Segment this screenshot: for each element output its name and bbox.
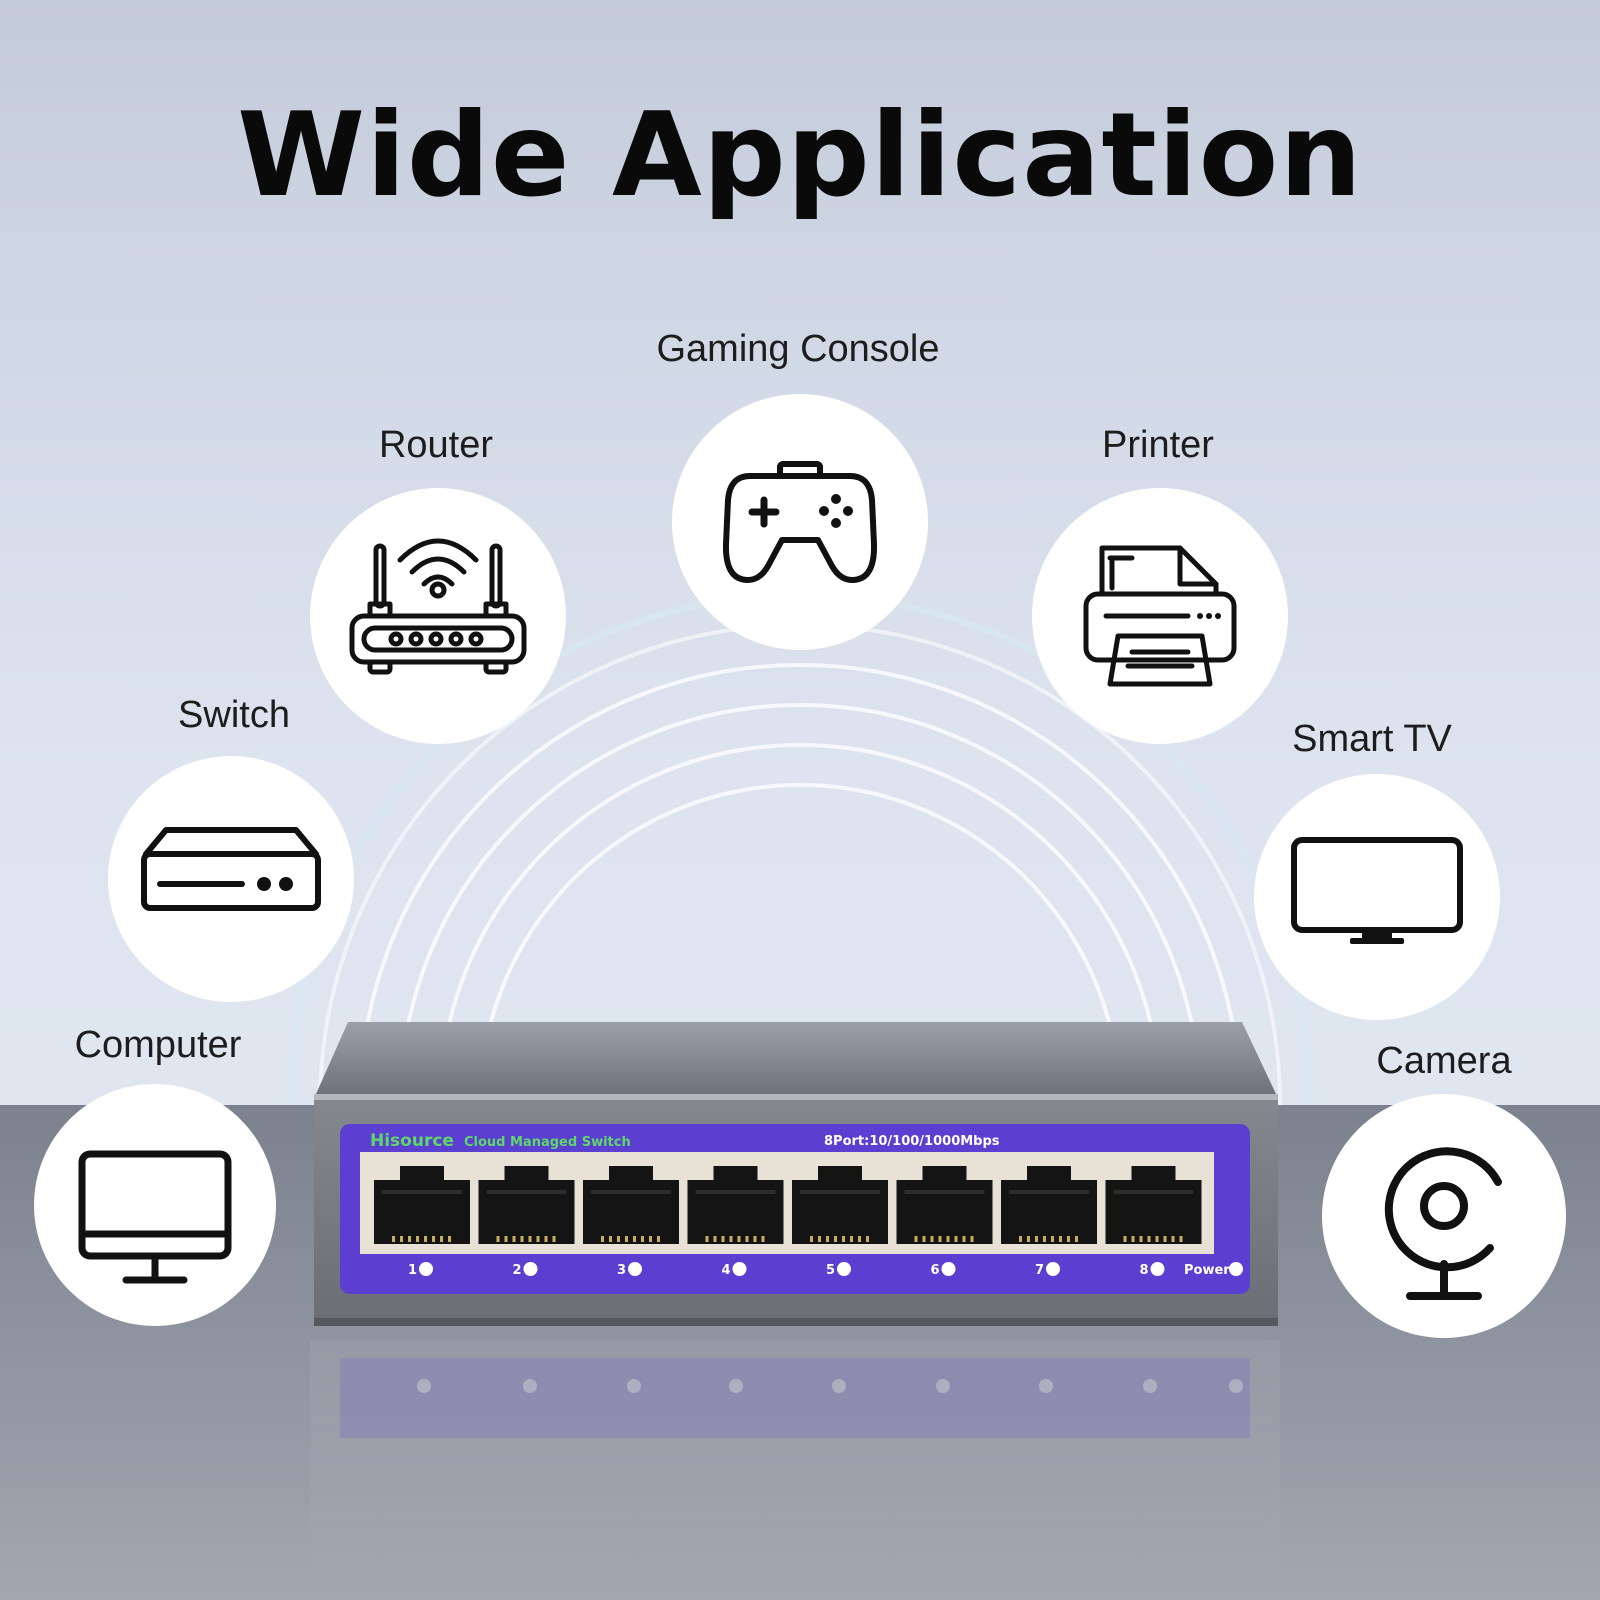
printer-label: Printer — [1102, 424, 1214, 466]
printer-circle — [1032, 488, 1288, 744]
tv-icon — [1291, 837, 1463, 944]
computer-label: Computer — [74, 1024, 242, 1066]
switch-top-cover — [316, 1022, 1276, 1094]
switch-reflection — [310, 1340, 1280, 1600]
switch-label: Switch — [178, 694, 290, 736]
ethernet-port[interactable] — [896, 1166, 993, 1244]
port-led — [419, 1262, 433, 1276]
port-number-label: 4 — [722, 1263, 731, 1278]
network-switch-icon — [141, 827, 321, 911]
switch-spec: 8Port:10/100/1000Mbps — [824, 1134, 1000, 1149]
smart-tv-circle — [1254, 774, 1500, 1020]
port-number-label: 8 — [1140, 1263, 1149, 1278]
ethernet-port[interactable] — [792, 1166, 888, 1244]
gaming-console-label: Gaming Console — [656, 328, 940, 370]
ethernet-port[interactable] — [583, 1166, 679, 1244]
printer-icon — [1083, 545, 1237, 687]
monitor-icon — [78, 1150, 232, 1284]
power-led — [1229, 1262, 1243, 1276]
port-number-label: 7 — [1035, 1263, 1044, 1278]
port-led — [732, 1262, 747, 1276]
ethernet-port[interactable] — [374, 1166, 470, 1244]
wifi-router-icon — [349, 538, 527, 675]
status-leds: 1 2 3 4 5 6 7 8 Power — [408, 1262, 1243, 1278]
headline: Wide Application — [237, 88, 1363, 223]
router-circle — [310, 488, 566, 744]
smart-tv-label: Smart TV — [1292, 718, 1452, 760]
port-led — [628, 1262, 642, 1276]
port-led — [1046, 1262, 1060, 1276]
port-number-label: 3 — [617, 1263, 626, 1278]
switch-circle — [108, 756, 354, 1002]
switch-model: Cloud Managed Switch — [464, 1135, 631, 1150]
ethernet-port[interactable] — [1001, 1166, 1097, 1244]
port-number-label: 1 — [408, 1263, 417, 1278]
power-label: Power — [1184, 1263, 1230, 1278]
webcam-icon — [1384, 1147, 1502, 1300]
port-led — [523, 1262, 538, 1276]
camera-circle — [1322, 1094, 1566, 1338]
computer-circle — [34, 1084, 276, 1326]
port-led — [1150, 1262, 1165, 1276]
ethernet-ports — [374, 1166, 1202, 1244]
camera-label: Camera — [1376, 1040, 1512, 1082]
gaming-console-circle — [672, 394, 928, 650]
port-led — [941, 1262, 956, 1276]
ethernet-port[interactable] — [478, 1166, 575, 1244]
ethernet-port[interactable] — [687, 1166, 784, 1244]
port-number-label: 5 — [826, 1263, 835, 1278]
port-number-label: 2 — [513, 1263, 522, 1278]
switch-brand: Hisource — [370, 1131, 454, 1151]
port-number-label: 6 — [931, 1263, 940, 1278]
gamepad-icon — [722, 461, 878, 583]
ethernet-port[interactable] — [1105, 1166, 1202, 1244]
port-led — [837, 1262, 851, 1276]
router-label: Router — [378, 424, 494, 466]
